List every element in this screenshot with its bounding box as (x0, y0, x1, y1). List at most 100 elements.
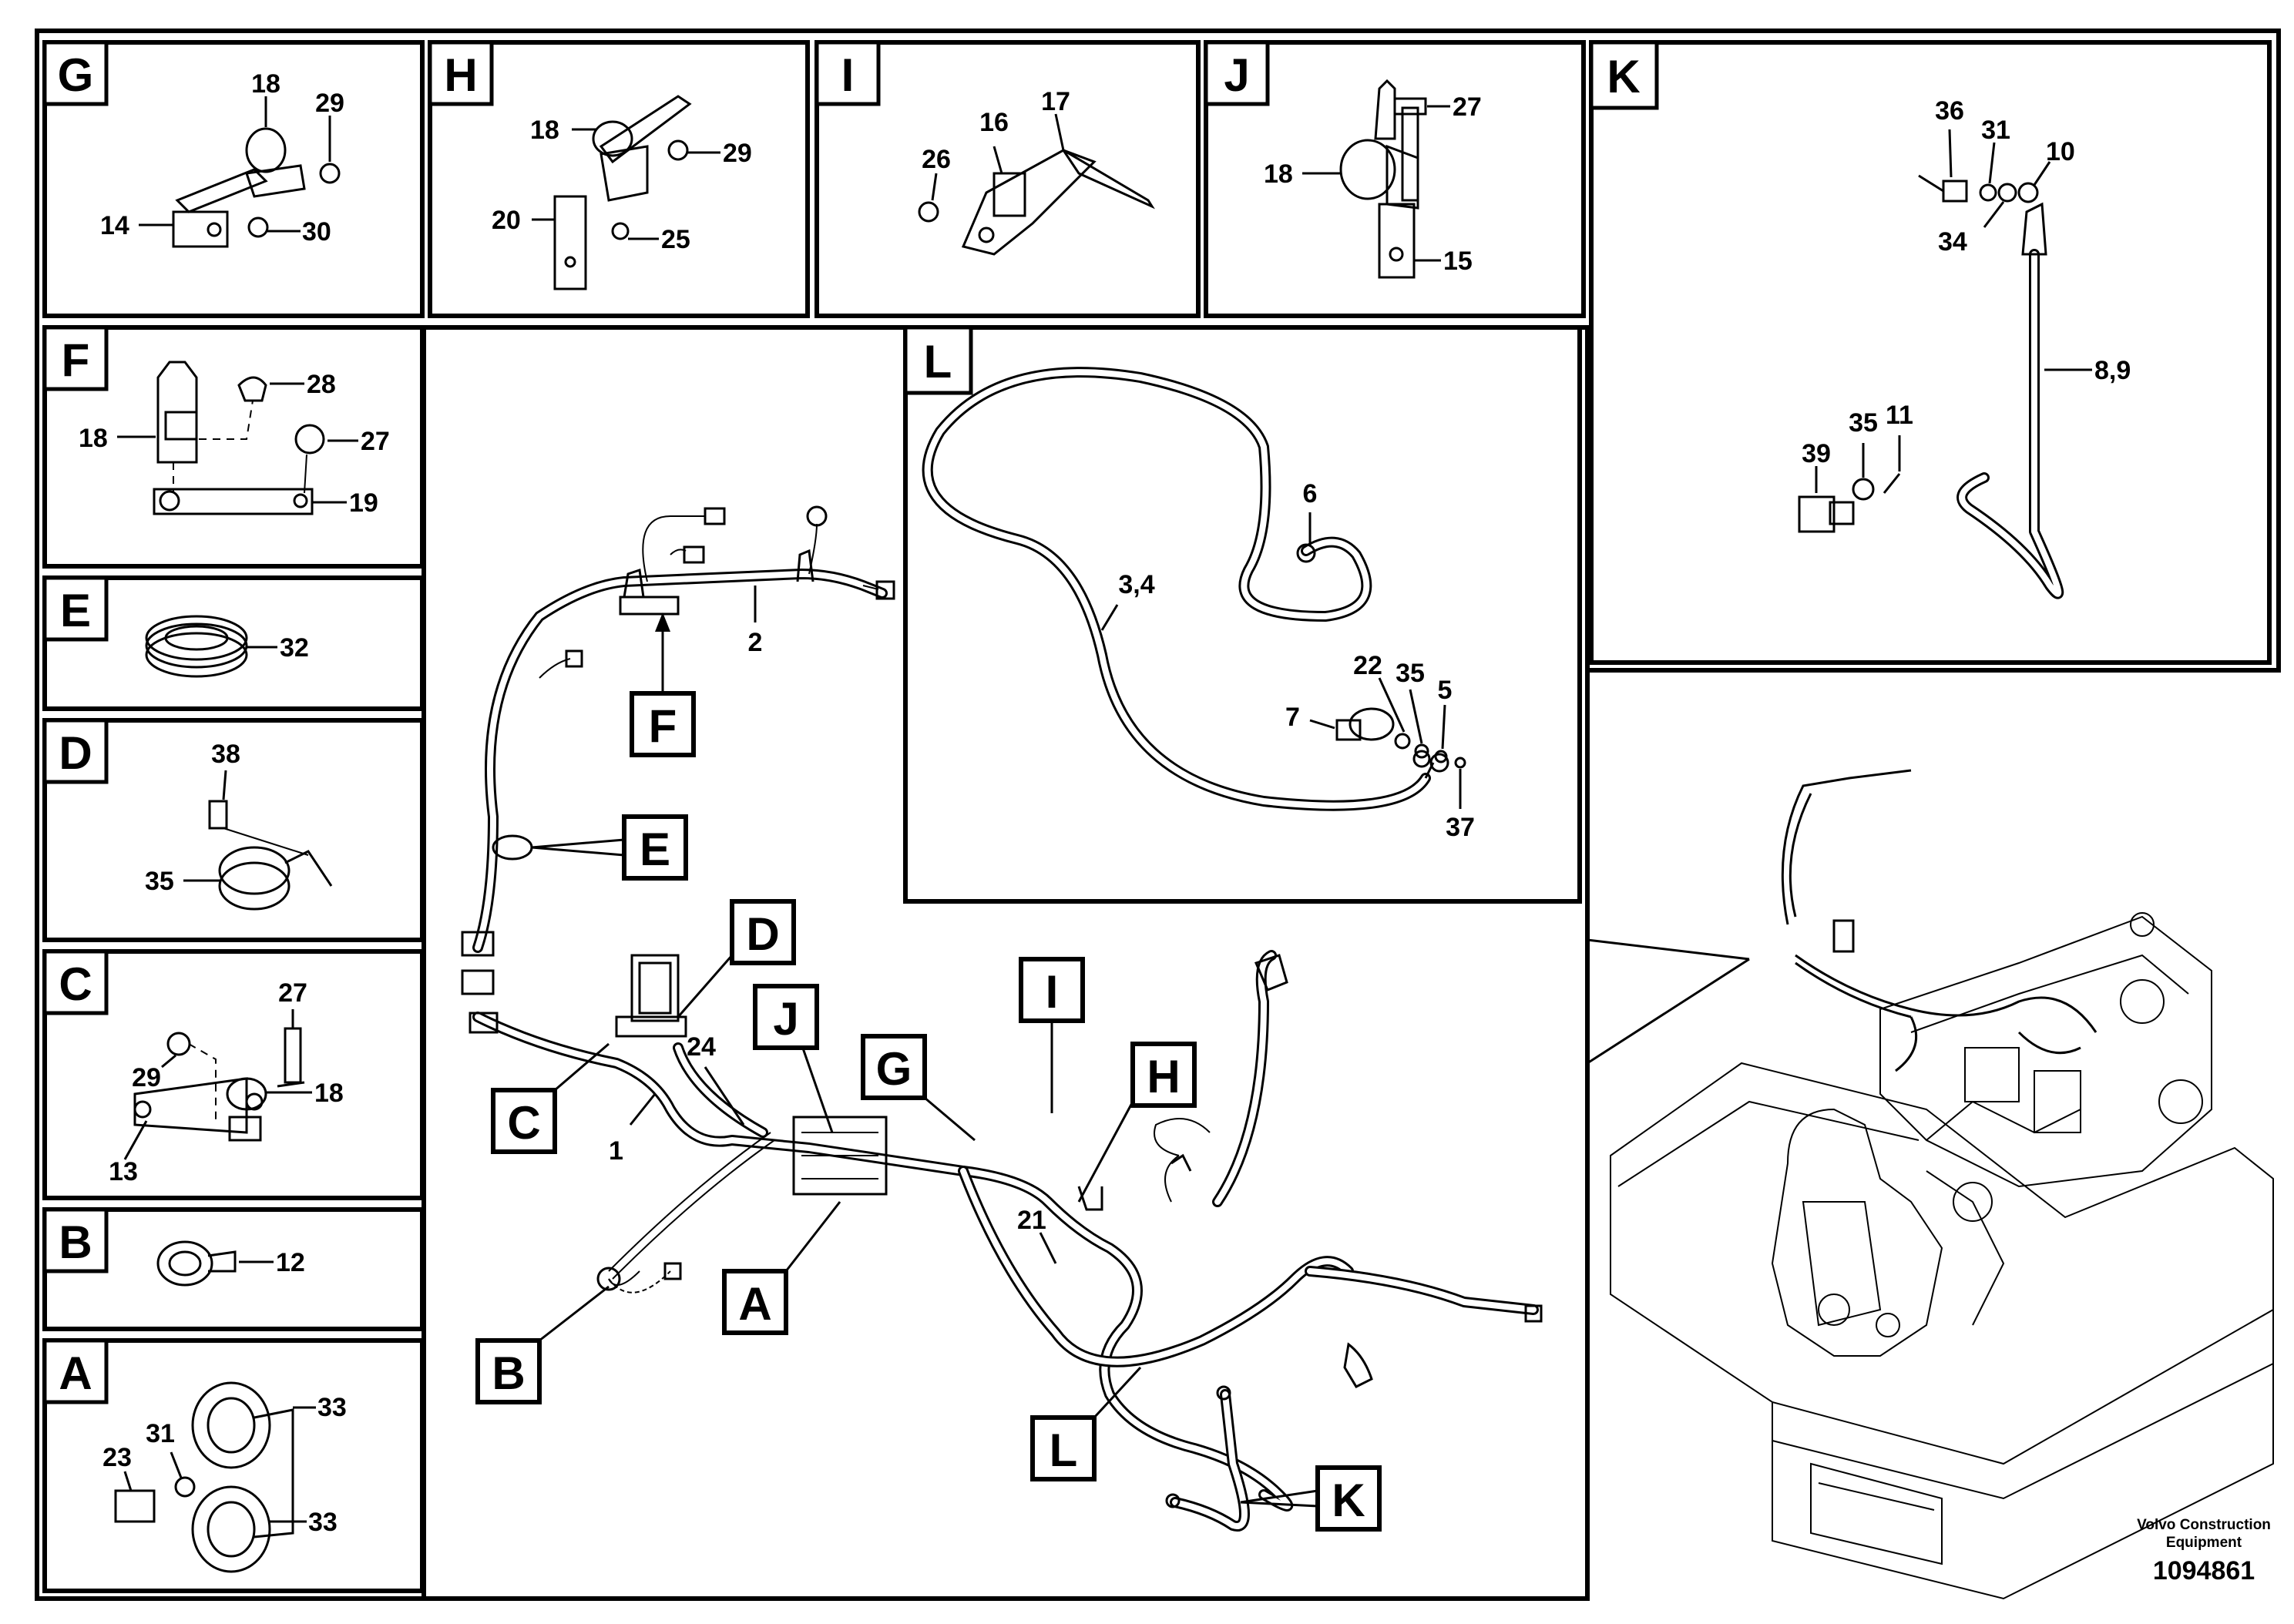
clamp-d (208, 800, 333, 911)
label-36: 36 (1935, 96, 1964, 126)
box-letter: G (58, 49, 94, 101)
brand-line-2: Equipment (2166, 1535, 2242, 1551)
callout-k: K (1240, 1465, 1382, 1532)
svg-text:K: K (1332, 1475, 1365, 1526)
label-29: 29 (315, 89, 344, 118)
clamp-b (156, 1240, 237, 1287)
box-letter: F (62, 334, 90, 386)
svg-text:B: B (492, 1347, 525, 1399)
box-letter: A (59, 1347, 92, 1399)
label-32: 32 (280, 633, 309, 663)
label-5: 5 (1438, 676, 1453, 705)
label-22: 22 (1353, 651, 1382, 680)
box-letter: D (59, 727, 92, 779)
label-35: 35 (1849, 408, 1878, 438)
callout-l: L (1030, 1366, 1142, 1481)
detail-box-j: J 27 18 15 (1204, 40, 1586, 318)
label-28: 28 (307, 370, 336, 399)
label-18: 18 (1264, 159, 1293, 189)
label-13: 13 (109, 1157, 138, 1186)
label-29: 29 (132, 1063, 161, 1092)
label-21: 21 (1017, 1206, 1046, 1235)
svg-text:E: E (640, 824, 670, 875)
detail-box-a: A 33 23 31 33 (42, 1338, 425, 1593)
svg-text:A: A (738, 1278, 771, 1330)
box-letter: C (59, 958, 92, 1010)
label-25: 25 (661, 225, 690, 254)
label-31: 31 (146, 1419, 175, 1448)
label-1: 1 (609, 1136, 623, 1166)
clip-assembly-h (553, 95, 692, 290)
label-18: 18 (251, 69, 280, 99)
svg-text:H: H (1147, 1051, 1180, 1102)
label-8-9: 8,9 (2094, 356, 2131, 385)
label-18: 18 (530, 116, 559, 145)
label-33: 33 (308, 1508, 338, 1537)
label-12: 12 (276, 1248, 305, 1277)
callout-h: H (1077, 1042, 1197, 1203)
callout-f: F (630, 612, 696, 757)
label-35: 35 (145, 867, 174, 896)
label-18: 18 (314, 1079, 344, 1108)
label-39: 39 (1802, 439, 1831, 468)
clip-assembly-i (918, 149, 1155, 256)
label-23: 23 (102, 1443, 132, 1472)
main-harness-view: 2 24 1 21 (461, 505, 1543, 1532)
label-27: 27 (361, 427, 390, 456)
detail-box-e: E 32 (42, 575, 425, 711)
label-37: 37 (1446, 813, 1475, 842)
label-24: 24 (687, 1032, 716, 1062)
callout-b: B (475, 1285, 610, 1404)
cable-loop-l (922, 367, 1466, 811)
clip-assembly-c (133, 1027, 305, 1142)
callout-a: A (722, 1201, 841, 1335)
grommet-e (145, 615, 248, 678)
label-16: 16 (979, 108, 1009, 137)
label-31: 31 (1981, 116, 2010, 145)
label-11: 11 (1886, 401, 1913, 430)
svg-text:L: L (1050, 1424, 1078, 1476)
label-35: 35 (1396, 659, 1425, 688)
clip-assembly-f (153, 361, 325, 515)
callout-d: D (677, 899, 796, 1018)
box-letter: J (1224, 49, 1249, 101)
label-17: 17 (1041, 87, 1070, 116)
outer-frame (35, 29, 2281, 1601)
label-20: 20 (492, 206, 521, 235)
machine-overview (1587, 769, 2274, 1600)
box-letter: I (841, 49, 855, 101)
callout-i: I (1019, 957, 1085, 1113)
drawing-number: 1094861 (2153, 1556, 2255, 1585)
label-10: 10 (2046, 137, 2075, 166)
double-clamp-a (114, 1381, 294, 1573)
callout-g: G (861, 1034, 976, 1142)
clip-assembly-g (172, 127, 341, 248)
callout-c: C (491, 1042, 610, 1154)
box-letter: K (1607, 51, 1640, 102)
detail-box-b: B 12 (42, 1207, 425, 1331)
detail-box-h: H 18 29 20 25 (428, 40, 810, 318)
detail-box-k: K 36 31 10 34 8,9 39 35 11 (1589, 40, 2272, 665)
label-30: 30 (302, 217, 331, 247)
label-7: 7 (1285, 703, 1300, 732)
svg-text:G: G (876, 1043, 912, 1095)
brand-line-1: Volvo Construction (2137, 1517, 2271, 1533)
label-34: 34 (1938, 227, 1967, 257)
label-14: 14 (100, 211, 129, 240)
label-33: 33 (317, 1393, 347, 1422)
callout-j: J (753, 984, 834, 1133)
svg-text:I: I (1046, 966, 1059, 1018)
label-6: 6 (1303, 479, 1318, 508)
label-27: 27 (278, 978, 307, 1008)
label-29: 29 (723, 139, 752, 168)
box-letter: H (444, 49, 477, 101)
label-27: 27 (1453, 92, 1482, 122)
box-letter: E (60, 585, 91, 636)
svg-text:F: F (649, 700, 677, 752)
label-38: 38 (211, 740, 240, 769)
label-18: 18 (79, 424, 108, 453)
svg-text:D: D (746, 908, 779, 960)
battery-cable-k (1798, 174, 2064, 599)
label-15: 15 (1443, 247, 1473, 276)
